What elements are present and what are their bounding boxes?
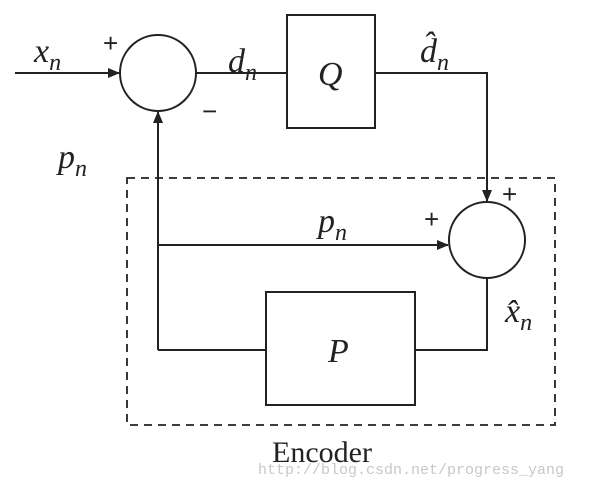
diff-label: dn <box>228 43 257 86</box>
summing-junction-1 <box>119 34 197 112</box>
watermark: http://blog.csdn.net/progress_yang <box>258 462 564 479</box>
sum2-left-plus-sign: + <box>424 204 439 234</box>
quantized-line <box>375 72 492 202</box>
encoder-label: Encoder <box>272 436 372 469</box>
prediction-label-inner: pn <box>316 203 347 246</box>
summing-junction-2 <box>448 201 526 279</box>
quantizer-label: Q <box>318 56 343 93</box>
prediction-label-outer: pn <box>56 139 87 182</box>
encoder-boundary <box>126 177 556 426</box>
sum2-top-plus-sign: + <box>502 179 517 209</box>
sum1-minus-sign: − <box>202 96 217 126</box>
recon-line <box>415 278 488 351</box>
predictor-label: P <box>327 333 349 370</box>
quantized-label: d̂n <box>420 31 449 76</box>
input-label: xn <box>33 33 61 76</box>
sum1-plus-sign: + <box>103 28 118 58</box>
predictor-block <box>265 291 416 406</box>
recon-label: x̂n <box>504 293 532 336</box>
quantizer-block <box>286 14 376 129</box>
